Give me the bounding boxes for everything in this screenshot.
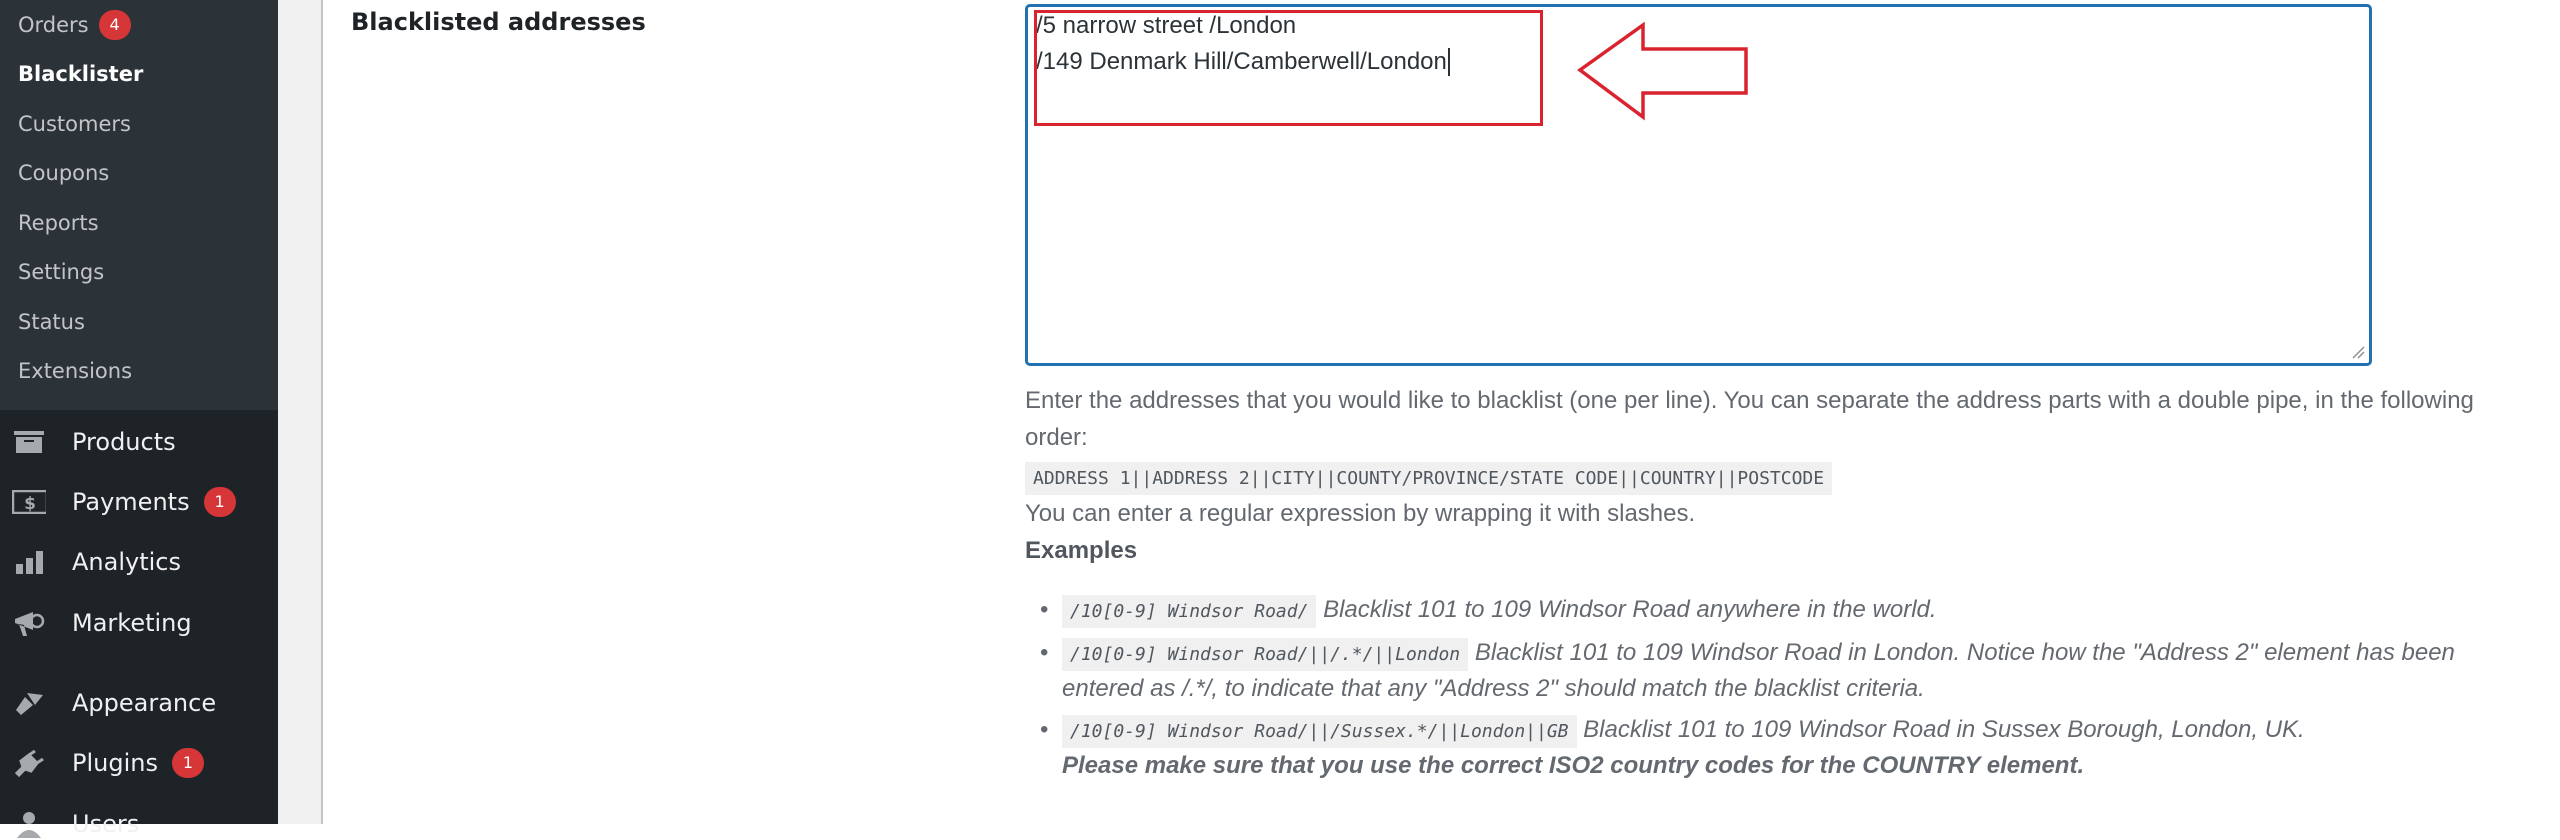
resize-handle-icon[interactable]: [2351, 345, 2365, 359]
content-gutter: [278, 0, 323, 824]
example-code: /10[0-9] Windsor Road/||/.*/||London: [1062, 638, 1469, 671]
megaphone-icon: [12, 609, 46, 637]
textarea-line: /149 Denmark Hill/Camberwell/London: [1036, 48, 1450, 76]
plugins-badge: 1: [171, 748, 204, 778]
examples-heading: Examples: [1025, 537, 1138, 564]
svg-text:$: $: [24, 494, 36, 514]
example-item: /10[0-9] Windsor Road/ Blacklist 101 to …: [1040, 593, 2530, 629]
textarea-line: /5 narrow street /London: [1036, 12, 1297, 39]
annotation-highlight-box: [1034, 10, 1543, 126]
example-text: Blacklist 101 to 109 Windsor Road anywhe…: [1323, 596, 1937, 623]
menu-marketing[interactable]: Marketing: [12, 607, 192, 639]
submenu-coupons[interactable]: Coupons: [18, 161, 110, 185]
example-item: /10[0-9] Windsor Road/||/Sussex.*/||Lond…: [1040, 713, 2530, 783]
plugin-icon: [12, 749, 46, 777]
dollar-icon: $: [12, 488, 46, 516]
submenu-blacklister[interactable]: Blacklister: [18, 62, 144, 86]
format-line: ADDRESS 1||ADDRESS 2||CITY||COUNTY/PROVI…: [1025, 458, 2485, 497]
example-text: Blacklist 101 to 109 Windsor Road in Sus…: [1583, 716, 2305, 743]
submenu-status[interactable]: Status: [18, 310, 85, 334]
orders-count-badge: 4: [98, 10, 131, 40]
archive-icon: [12, 428, 46, 456]
field-description: Enter the addresses that you would like …: [1025, 387, 2474, 451]
example-code: /10[0-9] Windsor Road/||/Sussex.*/||Lond…: [1062, 715, 1577, 748]
example-text: Blacklist 101 to 109 Windsor Road in Lon…: [1062, 639, 2455, 702]
example-item: /10[0-9] Windsor Road/||/.*/||London Bla…: [1040, 636, 2530, 706]
field-label: Blacklisted addresses: [351, 8, 646, 36]
format-code: ADDRESS 1||ADDRESS 2||CITY||COUNTY/PROVI…: [1025, 462, 1833, 495]
submenu-reports[interactable]: Reports: [18, 211, 99, 235]
regex-hint: You can enter a regular expression by wr…: [1025, 500, 1696, 527]
bar-chart-icon: [12, 548, 46, 576]
menu-products[interactable]: Products: [12, 426, 176, 458]
iso2-note: Please make sure that you use the correc…: [1062, 752, 2085, 779]
submenu-settings[interactable]: Settings: [18, 260, 105, 284]
user-icon: [12, 810, 46, 838]
submenu-extensions[interactable]: Extensions: [18, 359, 133, 383]
example-code: /10[0-9] Windsor Road/: [1062, 595, 1317, 628]
menu-analytics[interactable]: Analytics: [12, 546, 181, 578]
annotation-arrow-icon: [1577, 22, 1748, 121]
menu-appearance[interactable]: Appearance: [12, 687, 216, 719]
menu-users[interactable]: Users: [12, 808, 139, 840]
paintbrush-icon: [12, 689, 46, 717]
submenu-customers[interactable]: Customers: [18, 112, 131, 136]
payments-badge: 1: [203, 487, 236, 517]
